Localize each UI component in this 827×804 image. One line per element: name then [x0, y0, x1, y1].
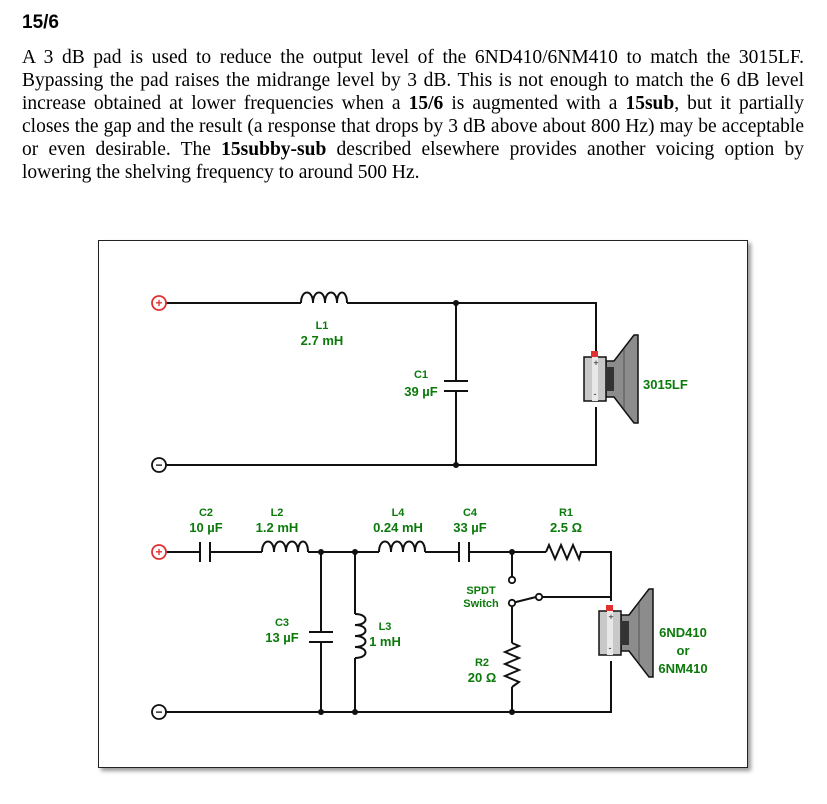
- text-run: , but it partially closes the gap and th…: [22, 93, 804, 160]
- description-paragraph: A 3 dB pad is used to reduce the output …: [22, 46, 804, 184]
- c2-value: 10 µF: [189, 520, 223, 535]
- page-title: 15/6: [22, 12, 59, 33]
- r2-name: R2: [475, 657, 489, 669]
- c4-name: C4: [463, 507, 478, 519]
- l1-name: L1: [316, 320, 329, 332]
- plus-sign: +: [155, 545, 162, 559]
- switch-label-line2: Switch: [463, 598, 499, 610]
- c1-value: 39 µF: [404, 384, 438, 399]
- midrange-driver-icon: + -: [598, 588, 654, 678]
- terminal-positive-mid: +: [151, 544, 167, 560]
- schematic-frame: + − + - L1 2.7 mH C1 39 µF 3015LF: [98, 240, 748, 768]
- spdt-switch: [507, 575, 544, 608]
- woofer-driver-icon: + -: [583, 334, 639, 424]
- capacitor-c2: [199, 542, 211, 562]
- l3-value: 1 mH: [369, 634, 401, 649]
- c3-name: C3: [275, 617, 289, 629]
- junction-dot: [318, 549, 324, 555]
- junction-dot: [352, 709, 358, 715]
- capacitor-c1: [444, 380, 468, 392]
- text-run: described elsewhere provides another voi…: [22, 139, 804, 183]
- driver-plus: +: [593, 358, 598, 368]
- junction-dot: [352, 549, 358, 555]
- bold-term: 15subby-sub: [221, 139, 327, 160]
- capacitor-c3: [309, 631, 333, 643]
- mid-driver-label-line1: 6ND410: [659, 625, 707, 640]
- r1-value: 2.5 Ω: [550, 520, 582, 535]
- junction-dot: [509, 549, 515, 555]
- switch-label-line1: SPDT: [466, 585, 496, 597]
- driver-plus: +: [608, 612, 613, 622]
- inductor-l4: [378, 540, 426, 553]
- bold-term: 15sub: [625, 93, 675, 114]
- l1-value: 2.7 mH: [301, 333, 344, 348]
- text-run: A 3 dB pad is used to reduce the output …: [22, 47, 804, 114]
- r1-name: R1: [559, 507, 573, 519]
- woofer-circuit: + − + - L1 2.7 mH C1 39 µF 3015LF: [151, 291, 688, 473]
- midrange-circuit: + − + - C2 10 µF L2 1.2 mH L4 0.24 mH C4…: [151, 507, 708, 720]
- woofer-driver-label: 3015LF: [643, 377, 688, 392]
- driver-minus: -: [594, 389, 597, 399]
- mid-driver-label-line3: 6NM410: [658, 661, 707, 676]
- mid-driver-label-line2: or: [677, 643, 690, 658]
- inductor-l2: [261, 540, 309, 553]
- plus-sign: +: [155, 296, 162, 310]
- junction-dot: [453, 300, 459, 306]
- l4-name: L4: [392, 507, 406, 519]
- junction-dot: [453, 462, 459, 468]
- minus-sign: −: [155, 458, 162, 472]
- l3-name: L3: [379, 621, 392, 633]
- c1-name: C1: [414, 369, 428, 381]
- inductor-l3: [354, 613, 367, 659]
- l4-value: 0.24 mH: [373, 520, 423, 535]
- r2-value: 20 Ω: [468, 670, 497, 685]
- inductor-l1: [300, 291, 348, 304]
- crossover-schematic: + − + - L1 2.7 mH C1 39 µF 3015LF: [151, 291, 708, 720]
- minus-sign: −: [155, 705, 162, 719]
- c2-name: C2: [199, 507, 213, 519]
- resistor-r2: [502, 642, 522, 688]
- terminal-positive-woofer: +: [151, 295, 167, 311]
- l2-value: 1.2 mH: [256, 520, 299, 535]
- resistor-r1: [545, 542, 582, 562]
- terminal-negative-mid: −: [151, 704, 167, 720]
- junction-dot: [509, 709, 515, 715]
- junction-dot: [318, 709, 324, 715]
- bold-term: 15/6: [408, 93, 444, 114]
- c4-value: 33 µF: [453, 520, 487, 535]
- terminal-negative-woofer: −: [151, 457, 167, 473]
- text-run: is augmented with a: [443, 93, 626, 114]
- driver-minus: -: [609, 643, 612, 653]
- c3-value: 13 µF: [265, 630, 299, 645]
- l2-name: L2: [271, 507, 284, 519]
- capacitor-c4: [458, 542, 470, 562]
